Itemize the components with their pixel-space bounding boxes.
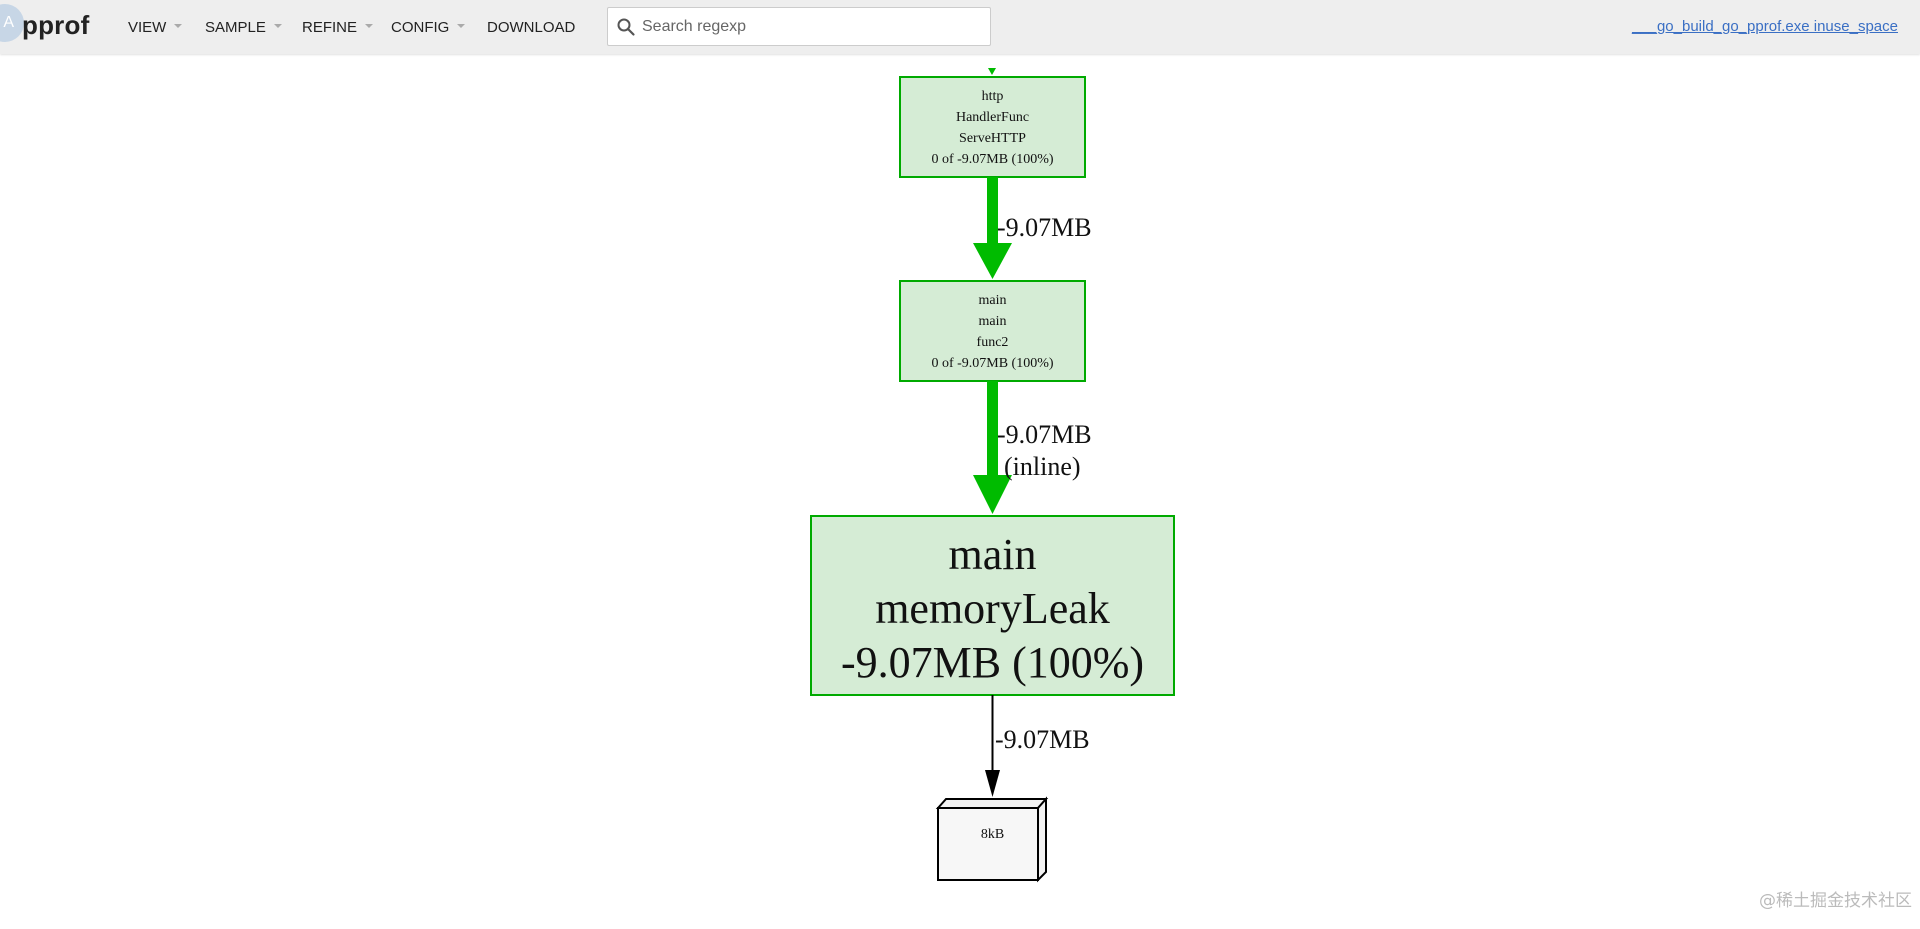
search-input[interactable] xyxy=(642,8,982,45)
sample-menu[interactable]: SAMPLE xyxy=(205,0,282,54)
node-label: HandlerFunc xyxy=(956,110,1029,125)
download-menu[interactable]: DOWNLOAD xyxy=(487,0,575,54)
edge-label: -9.07MB xyxy=(997,213,1092,242)
view-menu[interactable]: VIEW xyxy=(128,0,183,54)
node-http-handlerfunc-servehttp[interactable]: http HandlerFunc ServeHTTP 0 of -9.07MB … xyxy=(899,76,1086,178)
download-menu-label: DOWNLOAD xyxy=(487,18,576,36)
watermark: @稀土掘金技术社区 xyxy=(1759,891,1912,911)
search-box xyxy=(607,7,991,46)
node-label: main xyxy=(949,530,1037,579)
edge-label: -9.07MB xyxy=(995,725,1090,754)
pprof-header: A pprof VIEW SAMPLE REFINE CONFIG DOWNLO… xyxy=(0,0,1920,54)
incoming-edge-arrowhead xyxy=(988,68,996,75)
node-main-memoryleak[interactable]: main memoryLeak -9.07MB (100%) xyxy=(810,515,1175,696)
refine-menu[interactable]: REFINE xyxy=(302,0,374,54)
chevron-down-icon xyxy=(457,24,466,28)
sample-menu-label: SAMPLE xyxy=(205,18,266,36)
config-menu[interactable]: CONFIG xyxy=(391,0,466,54)
node-label: main xyxy=(979,293,1007,308)
config-menu-label: CONFIG xyxy=(391,18,450,36)
search-icon xyxy=(617,18,635,36)
edge-http-to-func2[interactable]: -9.07MB xyxy=(973,177,1092,279)
node-label: http xyxy=(982,89,1004,104)
node-label: ServeHTTP xyxy=(959,131,1026,146)
logo[interactable]: pprof xyxy=(22,10,90,40)
edge-sublabel: (inline) xyxy=(1004,452,1081,481)
node-main-func2[interactable]: main main func2 0 of -9.07MB (100%) xyxy=(899,280,1086,382)
node-value: 0 of -9.07MB (100%) xyxy=(931,152,1053,167)
node-label: memoryLeak xyxy=(875,584,1110,633)
refine-menu-label: REFINE xyxy=(302,18,358,36)
chevron-down-icon xyxy=(273,24,282,28)
chevron-down-icon xyxy=(365,24,374,28)
node-value: -9.07MB (100%) xyxy=(841,638,1144,687)
node-8kb-alloc[interactable]: 8kB xyxy=(935,796,1049,883)
edge-memoryleak-to-8kb[interactable]: -9.07MB xyxy=(985,695,1090,797)
node-label: main xyxy=(979,314,1007,329)
profile-link[interactable]: ___go_build_go_pprof.exe inuse_space xyxy=(1631,18,1898,35)
edge-label: -9.07MB xyxy=(997,420,1092,449)
view-menu-label: VIEW xyxy=(128,18,167,36)
edge-func2-to-memoryleak[interactable]: -9.07MB (inline) xyxy=(973,381,1092,514)
chevron-down-icon xyxy=(174,24,183,28)
call-graph: http HandlerFunc ServeHTTP 0 of -9.07MB … xyxy=(810,68,1175,883)
node-label: 8kB xyxy=(981,827,1004,842)
node-label: func2 xyxy=(977,335,1009,350)
logo-badge: A xyxy=(0,4,24,42)
node-value: 0 of -9.07MB (100%) xyxy=(931,356,1053,371)
